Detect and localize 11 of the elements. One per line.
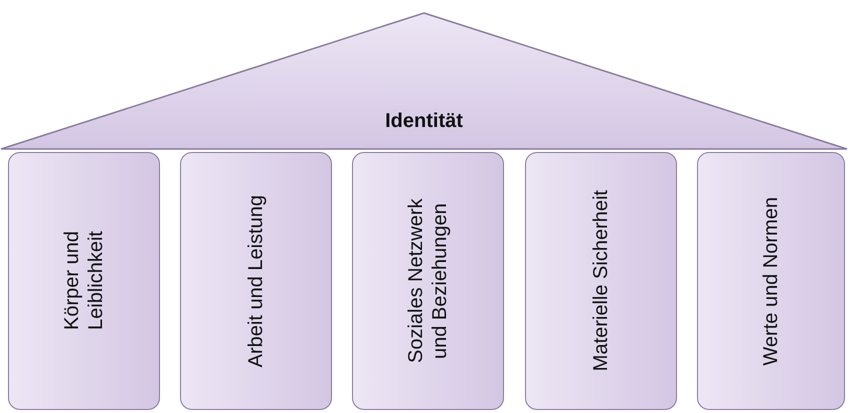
pillar-label: Soziales Netzwerk und Beziehungen bbox=[404, 198, 452, 366]
pillar-box bbox=[352, 152, 504, 410]
pillar-box bbox=[525, 152, 677, 410]
pillar-label: Arbeit und Leistung bbox=[244, 194, 268, 368]
pillar-label: Körper und Leiblichkeit bbox=[60, 230, 108, 332]
pillar-label: Werte und Normen bbox=[759, 196, 783, 366]
roof-label: Identität bbox=[385, 110, 463, 133]
pillar-box bbox=[8, 152, 160, 410]
pillar-box bbox=[697, 152, 845, 410]
pillar-box bbox=[180, 152, 332, 410]
pillar-label: Materielle Sicherheit bbox=[589, 190, 613, 372]
